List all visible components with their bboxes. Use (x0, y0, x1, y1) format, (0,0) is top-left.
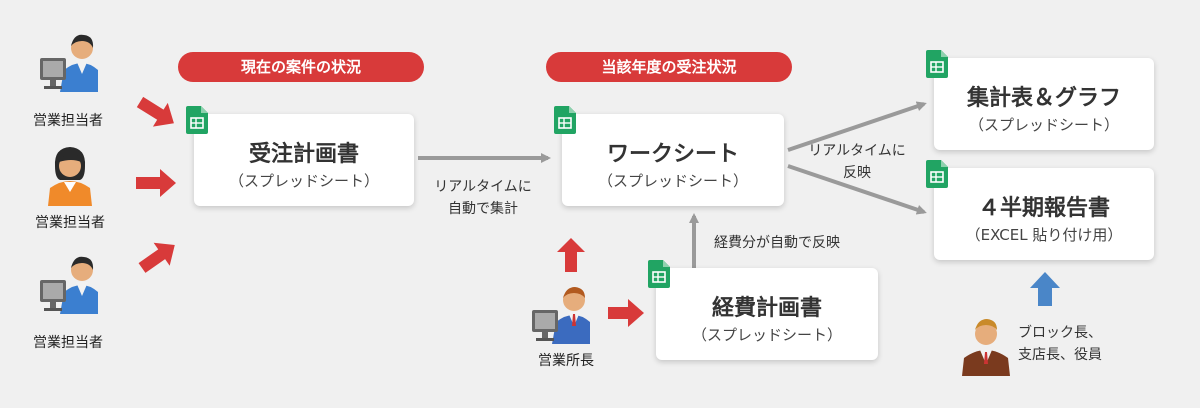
spreadsheet-icon (926, 160, 948, 188)
card-worksheet[interactable]: ワークシート （スプレッドシート） (562, 114, 784, 206)
card-order-plan-sub: （スプレッドシート） (228, 172, 379, 190)
blue-arrow-executives-up (1030, 272, 1060, 306)
note-realtime-aggregate-line1: リアルタイムに (434, 179, 532, 195)
card-summary-title: 集計表＆グラフ (966, 86, 1121, 111)
person-label-manager: 営業所長 (538, 353, 594, 369)
note-realtime-aggregate: リアルタイムに 自動で集計 (418, 176, 548, 220)
card-expense-plan[interactable]: 経費計画書 （スプレッドシート） (656, 268, 878, 360)
card-expense-plan-sub: （スプレッドシート） (691, 326, 842, 344)
red-arrow-sales3 (138, 242, 175, 273)
card-summary[interactable]: 集計表＆グラフ （スプレッドシート） (934, 58, 1154, 150)
spreadsheet-icon (186, 106, 208, 134)
red-arrow-sales1 (136, 96, 174, 127)
executives-label: ブロック長、 支店長、役員 (1018, 322, 1128, 366)
person-at-computer-icon (40, 256, 98, 314)
executive-icon (962, 319, 1010, 376)
pill-yearly-orders: 当該年度の受注状況 (546, 52, 792, 82)
arrow-worksheet-to-quarterly (787, 164, 927, 215)
card-quarterly-report-sub: （EXCEL 貼り付け用） (965, 226, 1123, 244)
executives-label-line2: 支店長、役員 (1018, 347, 1102, 363)
card-quarterly-report-title: ４半期報告書 (977, 196, 1110, 221)
card-order-plan-title: 受注計画書 (248, 142, 359, 167)
card-summary-sub: （スプレッドシート） (968, 116, 1119, 134)
note-realtime-reflect-line1: リアルタイムに (808, 143, 906, 159)
red-arrow-manager-up (557, 238, 585, 272)
person-label-sales1: 営業担当者 (33, 113, 103, 129)
spreadsheet-icon (554, 106, 576, 134)
note-realtime-reflect-line2: 反映 (843, 165, 871, 181)
arrow-worksheet-to-summary (787, 101, 927, 152)
executives-label-line1: ブロック長、 (1018, 325, 1102, 341)
red-arrow-sales2 (136, 169, 176, 197)
person-label-sales3: 営業担当者 (33, 335, 103, 351)
note-realtime-aggregate-line2: 自動で集計 (448, 201, 518, 217)
card-order-plan[interactable]: 受注計画書 （スプレッドシート） (194, 114, 414, 206)
person-at-computer-icon (40, 34, 98, 92)
card-worksheet-sub: （スプレッドシート） (597, 172, 748, 190)
card-worksheet-title: ワークシート (606, 142, 739, 167)
note-expense-reflect: 経費分が自動で反映 (714, 235, 840, 251)
spreadsheet-icon (648, 260, 670, 288)
pill-current-status: 現在の案件の状況 (178, 52, 424, 82)
note-realtime-reflect: リアルタイムに 反映 (792, 140, 922, 184)
person-icon (48, 147, 92, 206)
card-expense-plan-title: 経費計画書 (711, 296, 822, 321)
card-quarterly-report[interactable]: ４半期報告書 （EXCEL 貼り付け用） (934, 168, 1154, 260)
spreadsheet-icon (926, 50, 948, 78)
red-arrow-manager-right (608, 299, 644, 327)
person-label-sales2: 営業担当者 (35, 215, 105, 231)
person-at-computer-icon (532, 287, 590, 344)
